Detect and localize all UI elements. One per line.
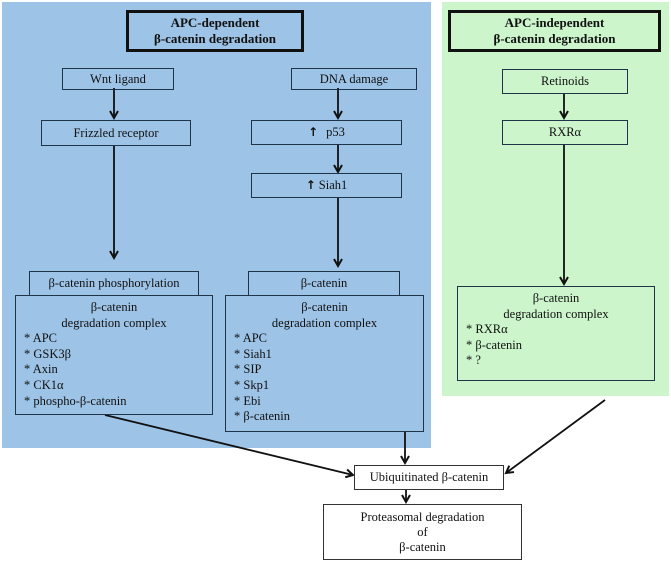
proteasomal-line2: of: [417, 524, 428, 539]
proteasomal-line1: Proteasomal degradation: [360, 509, 485, 524]
proteasomal-line3: β-catenin: [399, 539, 446, 554]
wnt-ligand-box: Wnt ligand: [62, 68, 174, 90]
proteasomal-degradation-box: Proteasomal degradation of β-catenin: [323, 504, 522, 560]
retinoids-box: Retinoids: [502, 69, 628, 94]
ubiquitinated-catenin-box: Ubiquitinated β-catenin: [354, 465, 504, 490]
rxr-degradation-complex: β-catenin degradation complex RXRα β-cat…: [457, 286, 655, 381]
wnt-complex-item: CK1α: [24, 378, 212, 394]
p53-box: ↑ p53: [251, 120, 402, 145]
wnt-complex-item: GSK3β: [24, 347, 212, 363]
p53-label: p53: [326, 125, 345, 139]
dna-complex-item: Siah1: [234, 347, 423, 363]
catenin-phosphorylation-label: β-catenin phosphorylation: [48, 276, 180, 290]
rxr-complex-item: β-catenin: [466, 338, 654, 354]
wnt-complex-item: Axin: [24, 362, 212, 378]
wnt-complex-item: phospho-β-catenin: [24, 394, 212, 410]
dna-damage-label: DNA damage: [319, 71, 389, 86]
catenin-phosphorylation-box: β-catenin phosphorylation: [29, 271, 199, 296]
rxr-complex-item: RXRα: [466, 322, 654, 338]
frizzled-receptor-label: Frizzled receptor: [73, 125, 159, 140]
apc-independent-title-line2: β-catenin degradation: [493, 31, 616, 46]
rxr-complex-head-2: degradation complex: [503, 306, 609, 321]
retinoids-label: Retinoids: [541, 74, 589, 88]
frizzled-receptor-box: Frizzled receptor: [41, 120, 191, 146]
dna-complex-item: Ebi: [234, 394, 423, 410]
dna-complex-item: APC: [234, 331, 423, 347]
apc-dependent-title: APC-dependent β-catenin degradation: [126, 10, 304, 52]
apc-dependent-title-line1: APC-dependent: [170, 15, 260, 30]
arrow-rxr-complex-to-ubiquitinated: [506, 399, 606, 473]
dna-degradation-complex: β-catenin degradation complex APC Siah1 …: [225, 295, 424, 432]
catenin-label: β-catenin: [300, 276, 348, 290]
dna-damage-box: DNA damage: [291, 68, 417, 90]
wnt-complex-item: APC: [24, 331, 212, 347]
siah1-label: Siah1: [318, 178, 348, 192]
apc-dependent-title-line2: β-catenin degradation: [153, 31, 277, 46]
up-arrow-icon: ↑: [308, 125, 319, 139]
dna-complex-head-1: β-catenin: [301, 300, 348, 314]
wnt-complex-head-1: β-catenin: [90, 300, 138, 314]
arrow-wnt-complex-to-ubiquitinated: [104, 414, 353, 475]
wnt-complex-head-2: degradation complex: [61, 315, 167, 330]
apc-independent-title-line1: APC-independent: [504, 15, 605, 30]
up-arrow-icon: ↑: [305, 178, 316, 192]
rxr-alpha-box: RXRα: [502, 120, 628, 145]
apc-independent-title: APC-independent β-catenin degradation: [448, 10, 661, 52]
ubiquitinated-catenin-label: Ubiquitinated β-catenin: [369, 470, 489, 484]
dna-complex-item: β-catenin: [234, 409, 423, 425]
catenin-box: β-catenin: [248, 271, 400, 296]
rxr-complex-item: ?: [466, 353, 654, 369]
dna-complex-item: SIP: [234, 362, 423, 378]
dna-complex-head-2: degradation complex: [271, 315, 378, 330]
rxr-alpha-label: RXRα: [548, 125, 582, 139]
wnt-degradation-complex: β-catenin degradation complex APC GSK3β …: [15, 295, 213, 415]
siah1-box: ↑ Siah1: [251, 173, 402, 198]
rxr-complex-head-1: β-catenin: [532, 291, 580, 305]
wnt-ligand-label: Wnt ligand: [90, 71, 146, 86]
dna-complex-item: Skp1: [234, 378, 423, 394]
